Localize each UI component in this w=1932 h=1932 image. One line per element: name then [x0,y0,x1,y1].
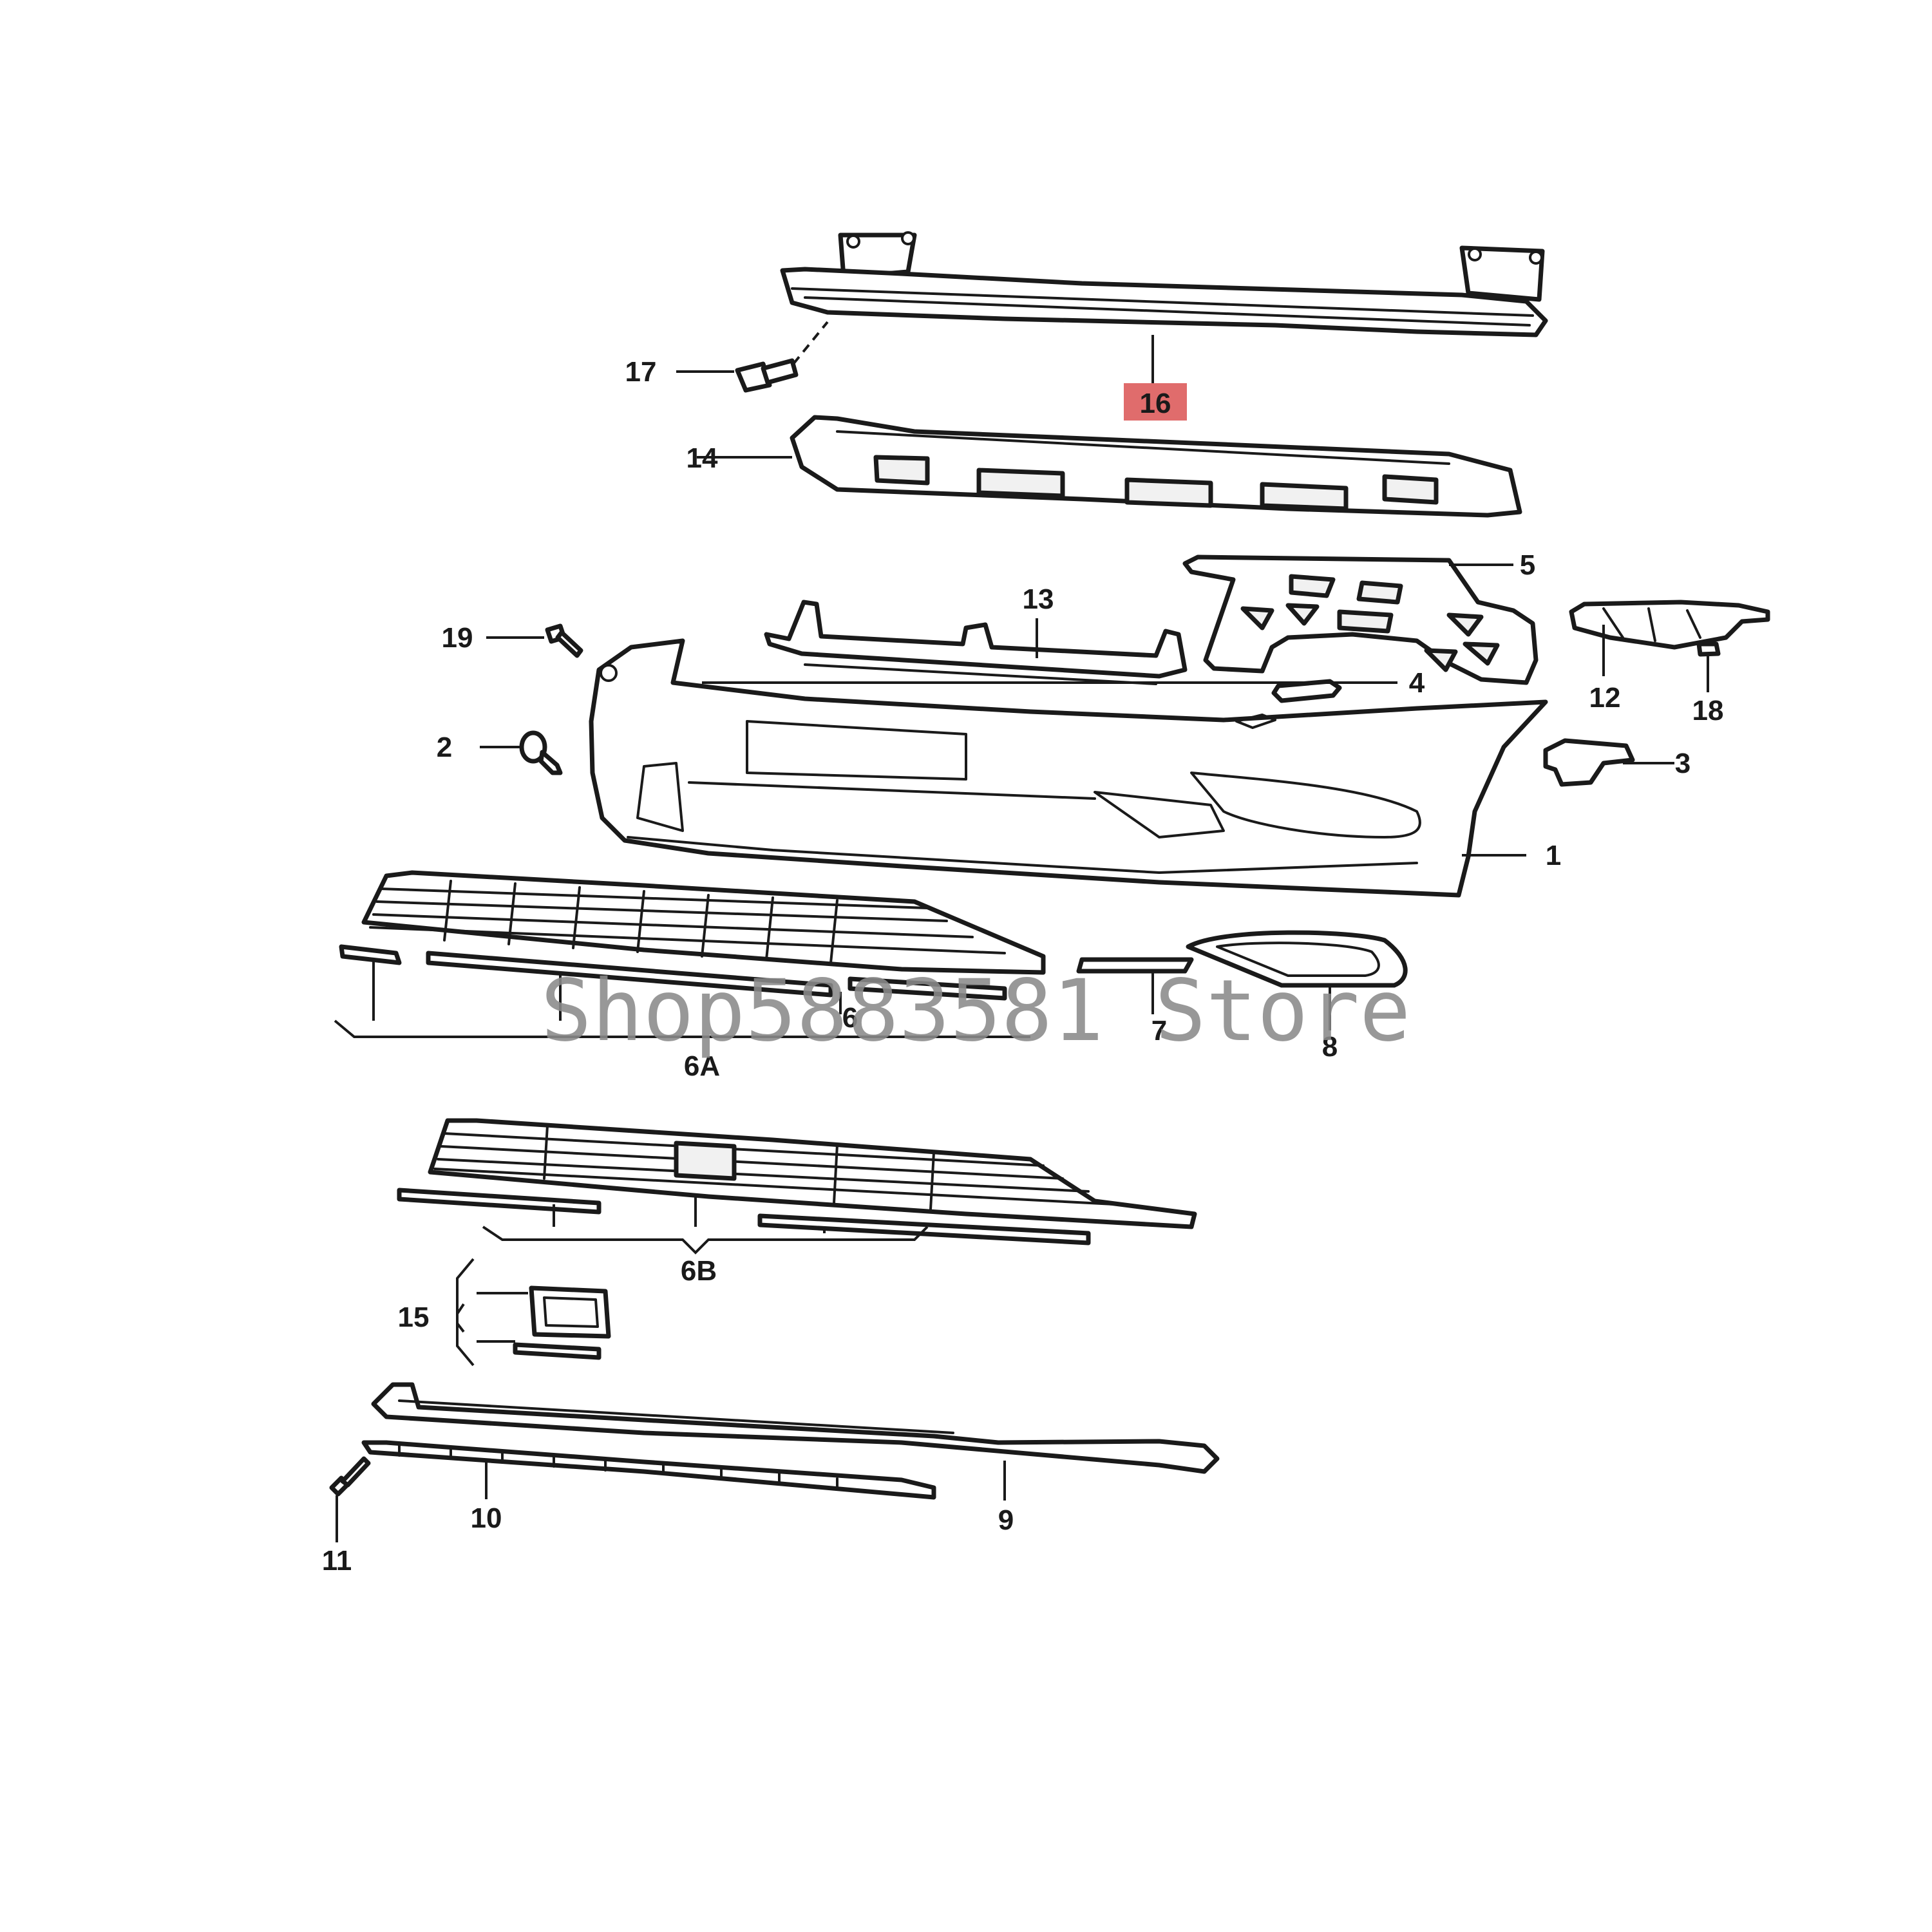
callout-2: 2 [437,732,452,763]
callout-6b: 6B [681,1255,717,1287]
callout-13: 13 [1023,583,1054,615]
part-5-mounting-bracket [1182,554,1539,685]
part-13-support-bracket [764,600,1188,685]
callout-labels: 16 17 14 5 13 19 4 12 18 2 3 1 6 7 8 6A … [322,356,1724,1577]
callout-11: 11 [322,1545,352,1577]
part-17-bolt [735,321,829,393]
part-3-bracket [1543,738,1635,787]
callout-18: 18 [1692,695,1724,726]
highlight-box-16 [1124,383,1187,421]
part-11-rivet [329,1456,371,1497]
callout-6: 6 [842,1002,858,1034]
leader-lines [334,335,1709,1542]
callout-3: 3 [1675,748,1690,779]
callout-10: 10 [471,1502,502,1534]
callout-14: 14 [687,442,718,474]
part-9-lower-spoiler [371,1382,1220,1474]
callout-6a: 6A [684,1050,720,1082]
part-6-trim-strips [339,944,1007,1001]
callout-5: 5 [1520,549,1535,581]
part-6b-center-grille [397,1118,1197,1245]
callout-1: 1 [1546,840,1561,871]
callout-9: 9 [998,1504,1014,1536]
callout-12: 12 [1589,682,1621,714]
part-19-screw [545,623,583,658]
callout-4: 4 [1409,667,1425,699]
part-8-fog-lamp-bezel [1186,930,1408,988]
part-16-reinforcement-bar [780,231,1548,337]
callout-17: 17 [625,356,657,388]
callout-8: 8 [1322,1031,1338,1063]
callout-7: 7 [1151,1015,1167,1046]
store-watermark: Shop5883581 Store [540,961,1410,1061]
part-15-sensor-bracket [513,1285,611,1360]
part-4-cover-cap [1271,679,1342,703]
part-6a-lower-grille [361,870,1046,975]
callout-19: 19 [442,622,473,654]
part-10-trim-molding [361,1440,936,1500]
callout-16: 16 [1140,388,1171,419]
part-1-bumper-cover [589,638,1548,898]
part-2-clip [519,730,563,775]
part-7-trim-strip [1076,957,1194,974]
part-18-nut [1696,641,1721,657]
part-14-energy-absorber [790,415,1522,518]
callout-15: 15 [398,1302,430,1333]
part-12-guide-bracket [1569,600,1770,650]
